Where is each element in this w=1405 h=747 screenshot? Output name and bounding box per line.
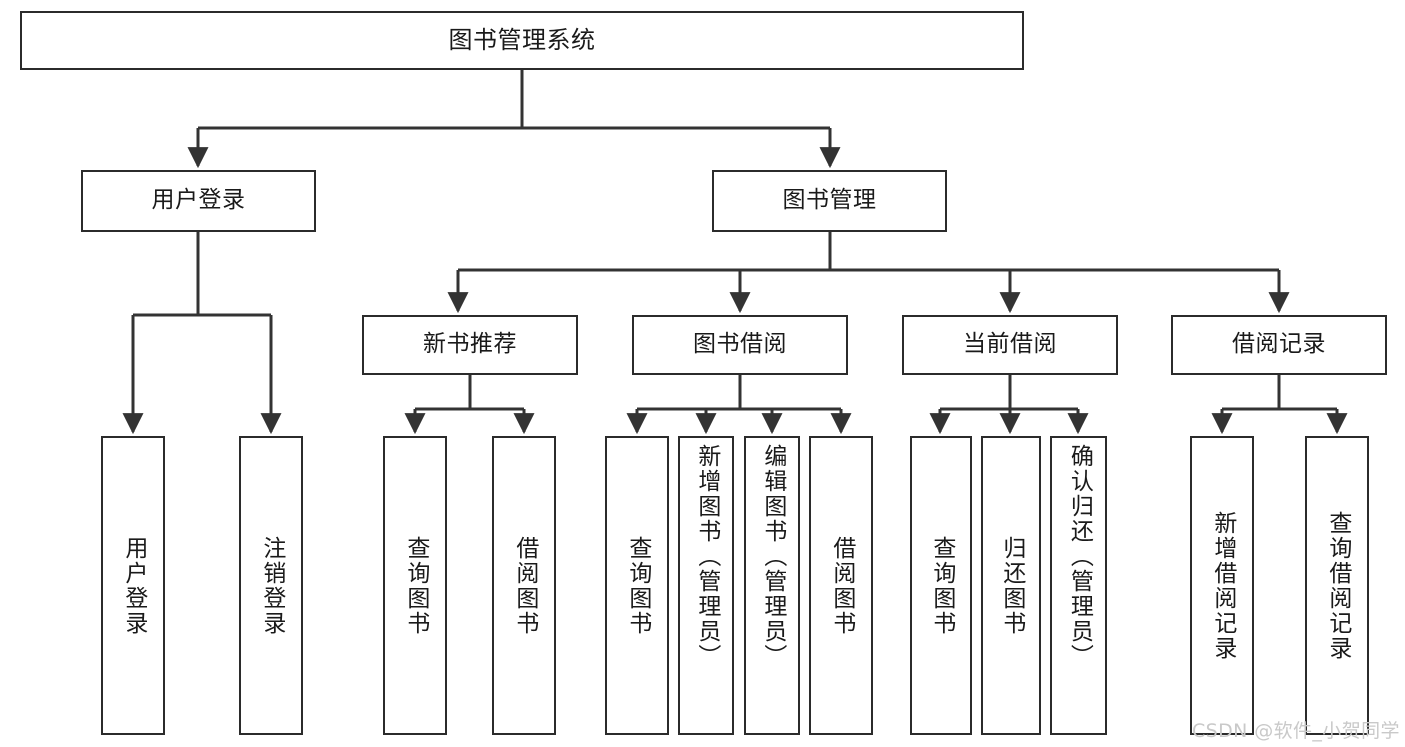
csdn-watermark: CSDN @软件_小贺同学 [1192,720,1400,742]
node-leaf-confirm-return[interactable]: 确认归还（管理员） [1050,436,1107,735]
node-leaf-add-book[interactable]: 新增图书（管理员） [678,436,734,735]
node-current-borrow-label: 当前借阅 [963,331,1057,358]
node-new-book-rec-label: 新书推荐 [423,331,517,358]
node-leaf-query-record-label: 查询借阅记录 [1324,510,1351,661]
node-leaf-confirm-return-label: 确认归还（管理员） [1066,444,1093,669]
node-leaf-logout-label: 注销登录 [258,535,285,636]
node-borrow-record-label: 借阅记录 [1232,331,1326,358]
node-leaf-borrow-book-1-label: 借阅图书 [511,535,538,636]
node-user-login[interactable]: 用户登录 [81,170,316,232]
node-root[interactable]: 图书管理系统 [20,11,1024,70]
node-leaf-borrow-book-2[interactable]: 借阅图书 [809,436,873,735]
node-leaf-logout[interactable]: 注销登录 [239,436,303,735]
node-leaf-query-book-3[interactable]: 查询图书 [910,436,972,735]
node-leaf-edit-book-label: 编辑图书（管理员） [759,444,786,669]
node-leaf-add-record[interactable]: 新增借阅记录 [1190,436,1254,735]
node-leaf-return-book-label: 归还图书 [998,535,1025,636]
node-leaf-query-book-2[interactable]: 查询图书 [605,436,669,735]
node-leaf-user-login[interactable]: 用户登录 [101,436,165,735]
node-new-book-rec[interactable]: 新书推荐 [362,315,578,375]
node-leaf-query-record[interactable]: 查询借阅记录 [1305,436,1369,735]
node-user-login-label: 用户登录 [151,187,246,214]
node-leaf-edit-book[interactable]: 编辑图书（管理员） [744,436,800,735]
node-leaf-query-book-2-label: 查询图书 [624,535,651,636]
node-leaf-query-book-1[interactable]: 查询图书 [383,436,447,735]
node-leaf-user-login-label: 用户登录 [120,535,147,636]
node-book-borrow[interactable]: 图书借阅 [632,315,848,375]
node-book-manage[interactable]: 图书管理 [712,170,947,232]
node-root-label: 图书管理系统 [448,26,596,55]
node-leaf-add-book-label: 新增图书（管理员） [693,444,720,669]
node-leaf-return-book[interactable]: 归还图书 [981,436,1041,735]
node-current-borrow[interactable]: 当前借阅 [902,315,1118,375]
node-leaf-borrow-book-1[interactable]: 借阅图书 [492,436,556,735]
node-book-borrow-label: 图书借阅 [693,331,787,358]
node-leaf-query-book-1-label: 查询图书 [402,535,429,636]
node-leaf-borrow-book-2-label: 借阅图书 [828,535,855,636]
node-book-manage-label: 图书管理 [782,187,877,214]
node-leaf-query-book-3-label: 查询图书 [928,535,955,636]
node-borrow-record[interactable]: 借阅记录 [1171,315,1387,375]
node-leaf-add-record-label: 新增借阅记录 [1209,510,1236,661]
